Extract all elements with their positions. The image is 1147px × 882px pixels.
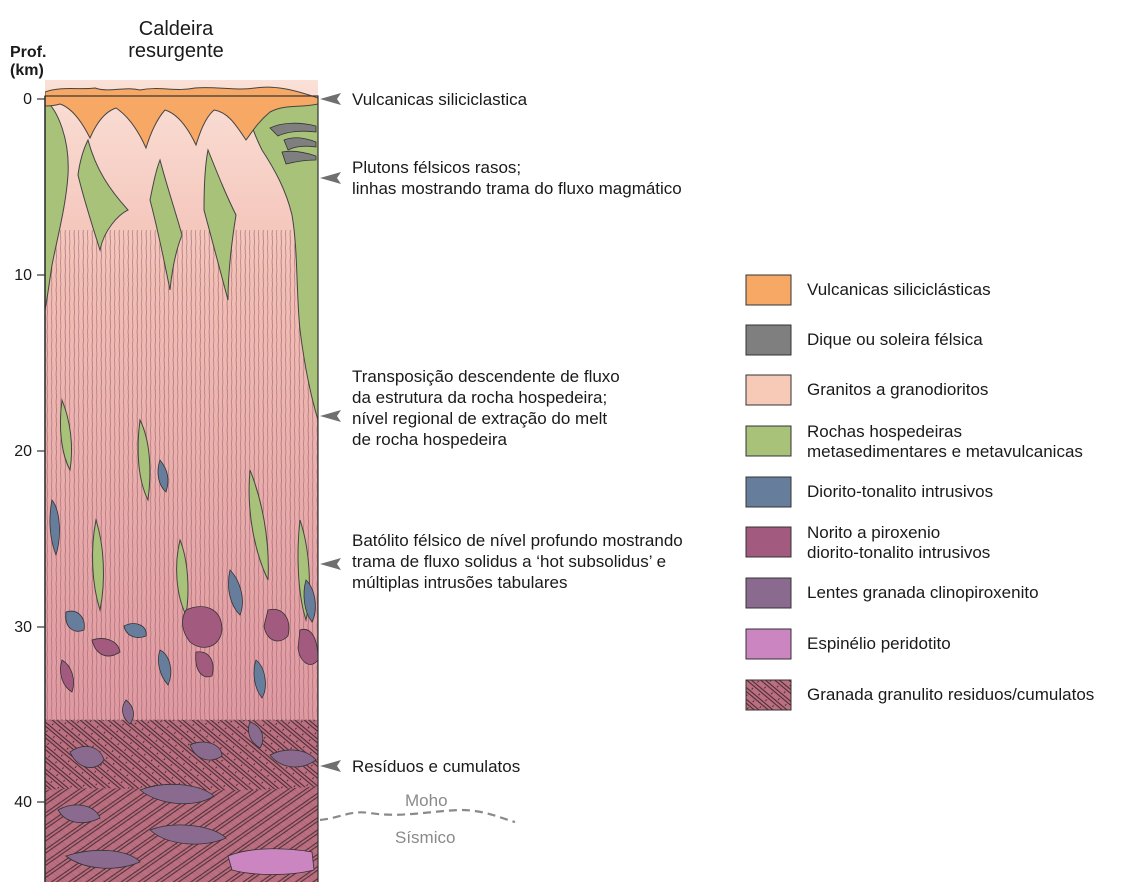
annotation-line: linhas mostrando trama do fluxo magmátic… <box>352 178 682 199</box>
tick-label-0: 0 <box>0 89 32 110</box>
depth-axis-title: Prof. (km) <box>10 44 46 80</box>
axis-title-line-1: Prof. <box>10 44 46 62</box>
legend-swatch-granulite <box>746 680 791 710</box>
legend-swatch-diorite <box>746 477 791 507</box>
axis-title-line-2: (km) <box>10 62 46 80</box>
legend-line: Lentes granada clinopiroxenito <box>807 583 1039 603</box>
legend-swatch-granite <box>746 375 791 405</box>
moho-line <box>320 810 515 822</box>
legend-swatches <box>746 275 791 710</box>
annotation-batholith: Batólito félsico de nível profundo mostr… <box>352 530 683 593</box>
annotation-arrows <box>320 93 341 772</box>
legend-label-granite: Granitos a granodioritos <box>807 380 988 400</box>
tick-label-30: 30 <box>0 617 32 638</box>
annotation-residues: Resíduos e cumulatos <box>352 756 520 777</box>
legend-line: Rochas hospedeiras <box>807 422 1083 442</box>
tick-label-10: 10 <box>0 265 32 286</box>
title-line-1: Caldeira <box>112 18 240 40</box>
legend-line: Espinélio peridotito <box>807 634 951 654</box>
tick-label-40: 40 <box>0 792 32 813</box>
legend-line: metasedimentares e metavulcanicas <box>807 442 1083 462</box>
legend-label-norite: Norito a piroxenio diorito-tonalito intr… <box>807 523 990 563</box>
legend-swatch-spinel <box>746 629 791 659</box>
annotation-line: de rocha hospedeira <box>352 429 620 450</box>
legend-label-dike: Dique ou soleira félsica <box>807 330 983 350</box>
legend-line: Dique ou soleira félsica <box>807 330 983 350</box>
spinel-peridotite-lens <box>228 849 314 875</box>
legend-swatch-dike <box>746 325 791 355</box>
annotation-transposition: Transposição descendente de fluxo da est… <box>352 366 620 450</box>
annotation-line: Plutons félsicos rasos; <box>352 157 682 178</box>
moho-label: Moho <box>405 790 448 811</box>
annotation-line: trama de fluxo solidus a ‘hot subsolidus… <box>352 551 683 572</box>
annotation-line: múltiplas intrusões tabulares <box>352 572 683 593</box>
arrow-transposition <box>320 410 341 422</box>
seismic-label: Sísmico <box>395 827 455 848</box>
crustal-column <box>45 80 318 882</box>
flow-fabric-texture <box>45 230 318 720</box>
tick-label-20: 20 <box>0 441 32 462</box>
legend-label-diorite: Diorito-tonalito intrusivos <box>807 482 993 502</box>
legend-swatch-volcanic <box>746 275 791 305</box>
legend-label-granulite: Granada granulito residuos/cumulatos <box>807 685 1094 705</box>
annotation-line: Batólito félsico de nível profundo mostr… <box>352 530 683 551</box>
legend-label-host-rock: Rochas hospedeiras metasedimentares e me… <box>807 422 1083 462</box>
legend-label-spinel: Espinélio peridotito <box>807 634 951 654</box>
annotation-line: Vulcanicas siliciclastica <box>352 89 527 110</box>
annotation-line: da estrutura da rocha hospedeira; <box>352 387 620 408</box>
legend-line: Norito a piroxenio <box>807 523 990 543</box>
title-line-2: resurgente <box>112 40 240 62</box>
annotation-line: Transposição descendente de fluxo <box>352 366 620 387</box>
legend-line: Diorito-tonalito intrusivos <box>807 482 993 502</box>
legend-label-garnet-lens: Lentes granada clinopiroxenito <box>807 583 1039 603</box>
legend-line: diorito-tonalito intrusivos <box>807 543 990 563</box>
diagram-title: Caldeira resurgente <box>112 18 240 62</box>
legend-swatch-garnet-lens <box>746 578 791 608</box>
arrow-batholith <box>320 558 341 570</box>
annotation-shallow-plutons: Plutons félsicos rasos; linhas mostrando… <box>352 157 682 199</box>
legend-label-volcanic: Vulcanicas siliciclásticas <box>807 280 991 300</box>
legend-line: Vulcanicas siliciclásticas <box>807 280 991 300</box>
legend-swatch-host-rock <box>746 426 791 456</box>
legend-line: Granitos a granodioritos <box>807 380 988 400</box>
legend-swatch-norite <box>746 527 791 557</box>
annotation-line: nível regional de extração do melt <box>352 408 620 429</box>
legend-line: Granada granulito residuos/cumulatos <box>807 685 1094 705</box>
arrow-residues <box>320 760 341 772</box>
depth-axis <box>37 96 45 882</box>
arrow-shallow-plutons <box>320 172 341 184</box>
annotation-volcanic: Vulcanicas siliciclastica <box>352 89 527 110</box>
arrow-volcanic <box>320 93 341 105</box>
annotation-line: Resíduos e cumulatos <box>352 756 520 777</box>
